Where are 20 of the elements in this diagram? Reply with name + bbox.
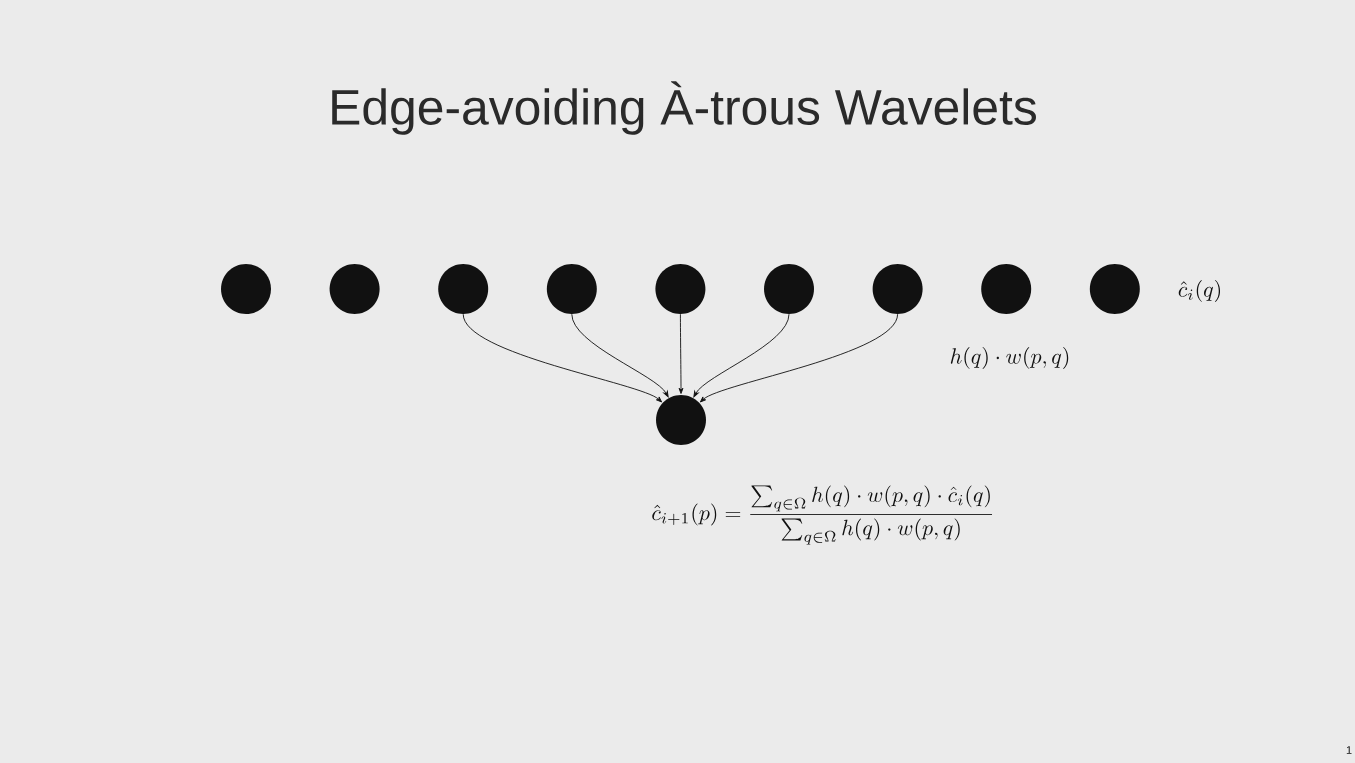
arrow	[571, 313, 669, 398]
arrow	[699, 313, 899, 403]
arrow	[693, 313, 790, 398]
slide-title: Edge-avoiding À-trous Wavelets	[332, 81, 1036, 135]
page-number: 1	[1346, 746, 1352, 754]
dot	[221, 264, 271, 314]
dot	[1089, 264, 1140, 314]
dot	[546, 264, 597, 314]
arrow	[462, 313, 663, 403]
dot	[438, 264, 489, 314]
dot	[329, 264, 380, 314]
dot	[872, 264, 923, 314]
formula: $\hat{c}_{i+1}(p) = \frac{\sum_{q\in\Omega} h(q)\cdot w(p,q)\cdot \hat{c}_i(q)}{\sum_{q\in\Omega} h(q)\cdot w(p,q)}$	[652, 485, 993, 545]
math-label: $\hat{c}_i(q)$	[1178, 280, 1220, 302]
dot	[655, 264, 706, 314]
math-label: $h(q)\cdot w(p,q)$	[950, 347, 1069, 369]
arrow	[678, 313, 684, 394]
dot	[656, 395, 706, 445]
dot	[981, 264, 1032, 314]
dot	[764, 264, 814, 314]
